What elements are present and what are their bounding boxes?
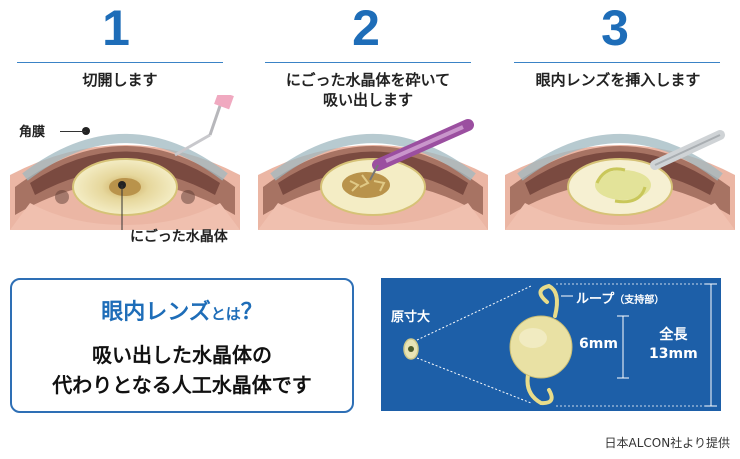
step-1-number: 1	[102, 0, 130, 56]
cloudy-lens-label: にごった水晶体	[130, 229, 228, 245]
step-3-divider	[514, 62, 720, 63]
optic-size-label: 6mm	[579, 336, 618, 352]
info-title-main: 眼内レンズ	[101, 300, 211, 325]
step-2-caption-line2: 吸い出します	[322, 91, 413, 109]
step-2-caption-line1: にごった水晶体を砕いて	[285, 71, 451, 89]
eye-illustration-step1	[10, 95, 240, 230]
cornea-label: 角膜	[19, 125, 46, 140]
info-title-mark: ？	[240, 300, 263, 325]
cornea-leader-line	[60, 131, 86, 132]
loop-label-main: ループ	[576, 292, 615, 307]
total-length-value: 13mm	[649, 346, 698, 362]
step-1-divider	[17, 62, 223, 63]
total-length-title: 全長	[659, 327, 688, 343]
actual-size-label: 原寸大	[391, 310, 431, 325]
info-line2: 代わりとなる人工水晶体です	[52, 373, 312, 397]
loop-label: ループ（支持部）	[576, 288, 664, 307]
total-length-label: 全長 13mm	[649, 326, 698, 364]
loop-label-note: （支持部）	[614, 295, 665, 306]
step-2-number: 2	[352, 0, 380, 56]
credit-text: 日本ALCON社より提供	[604, 436, 730, 450]
info-line1: 吸い出した水晶体の	[92, 343, 272, 367]
step-2-caption: にごった水晶体を砕いて 吸い出します	[252, 70, 484, 110]
step-2-divider	[265, 62, 471, 63]
iol-info-box: 眼内レンズとは？ 吸い出した水晶体の 代わりとなる人工水晶体です	[10, 278, 354, 413]
info-body: 吸い出した水晶体の 代わりとなる人工水晶体です	[12, 340, 352, 400]
info-title: 眼内レンズとは？	[12, 294, 352, 326]
eye-illustration-step3	[505, 130, 735, 230]
lens-diagram	[403, 283, 717, 407]
step-3-number: 3	[601, 0, 629, 56]
step-3-caption: 眼内レンズを挿入します	[535, 71, 701, 89]
info-title-particle: とは	[210, 305, 241, 323]
lens-diagram-panel: 原寸大 ループ（支持部） 6mm 全長 13mm	[381, 278, 721, 411]
eye-illustration-step2	[258, 119, 488, 230]
step-1-caption: 切開します	[82, 71, 158, 89]
